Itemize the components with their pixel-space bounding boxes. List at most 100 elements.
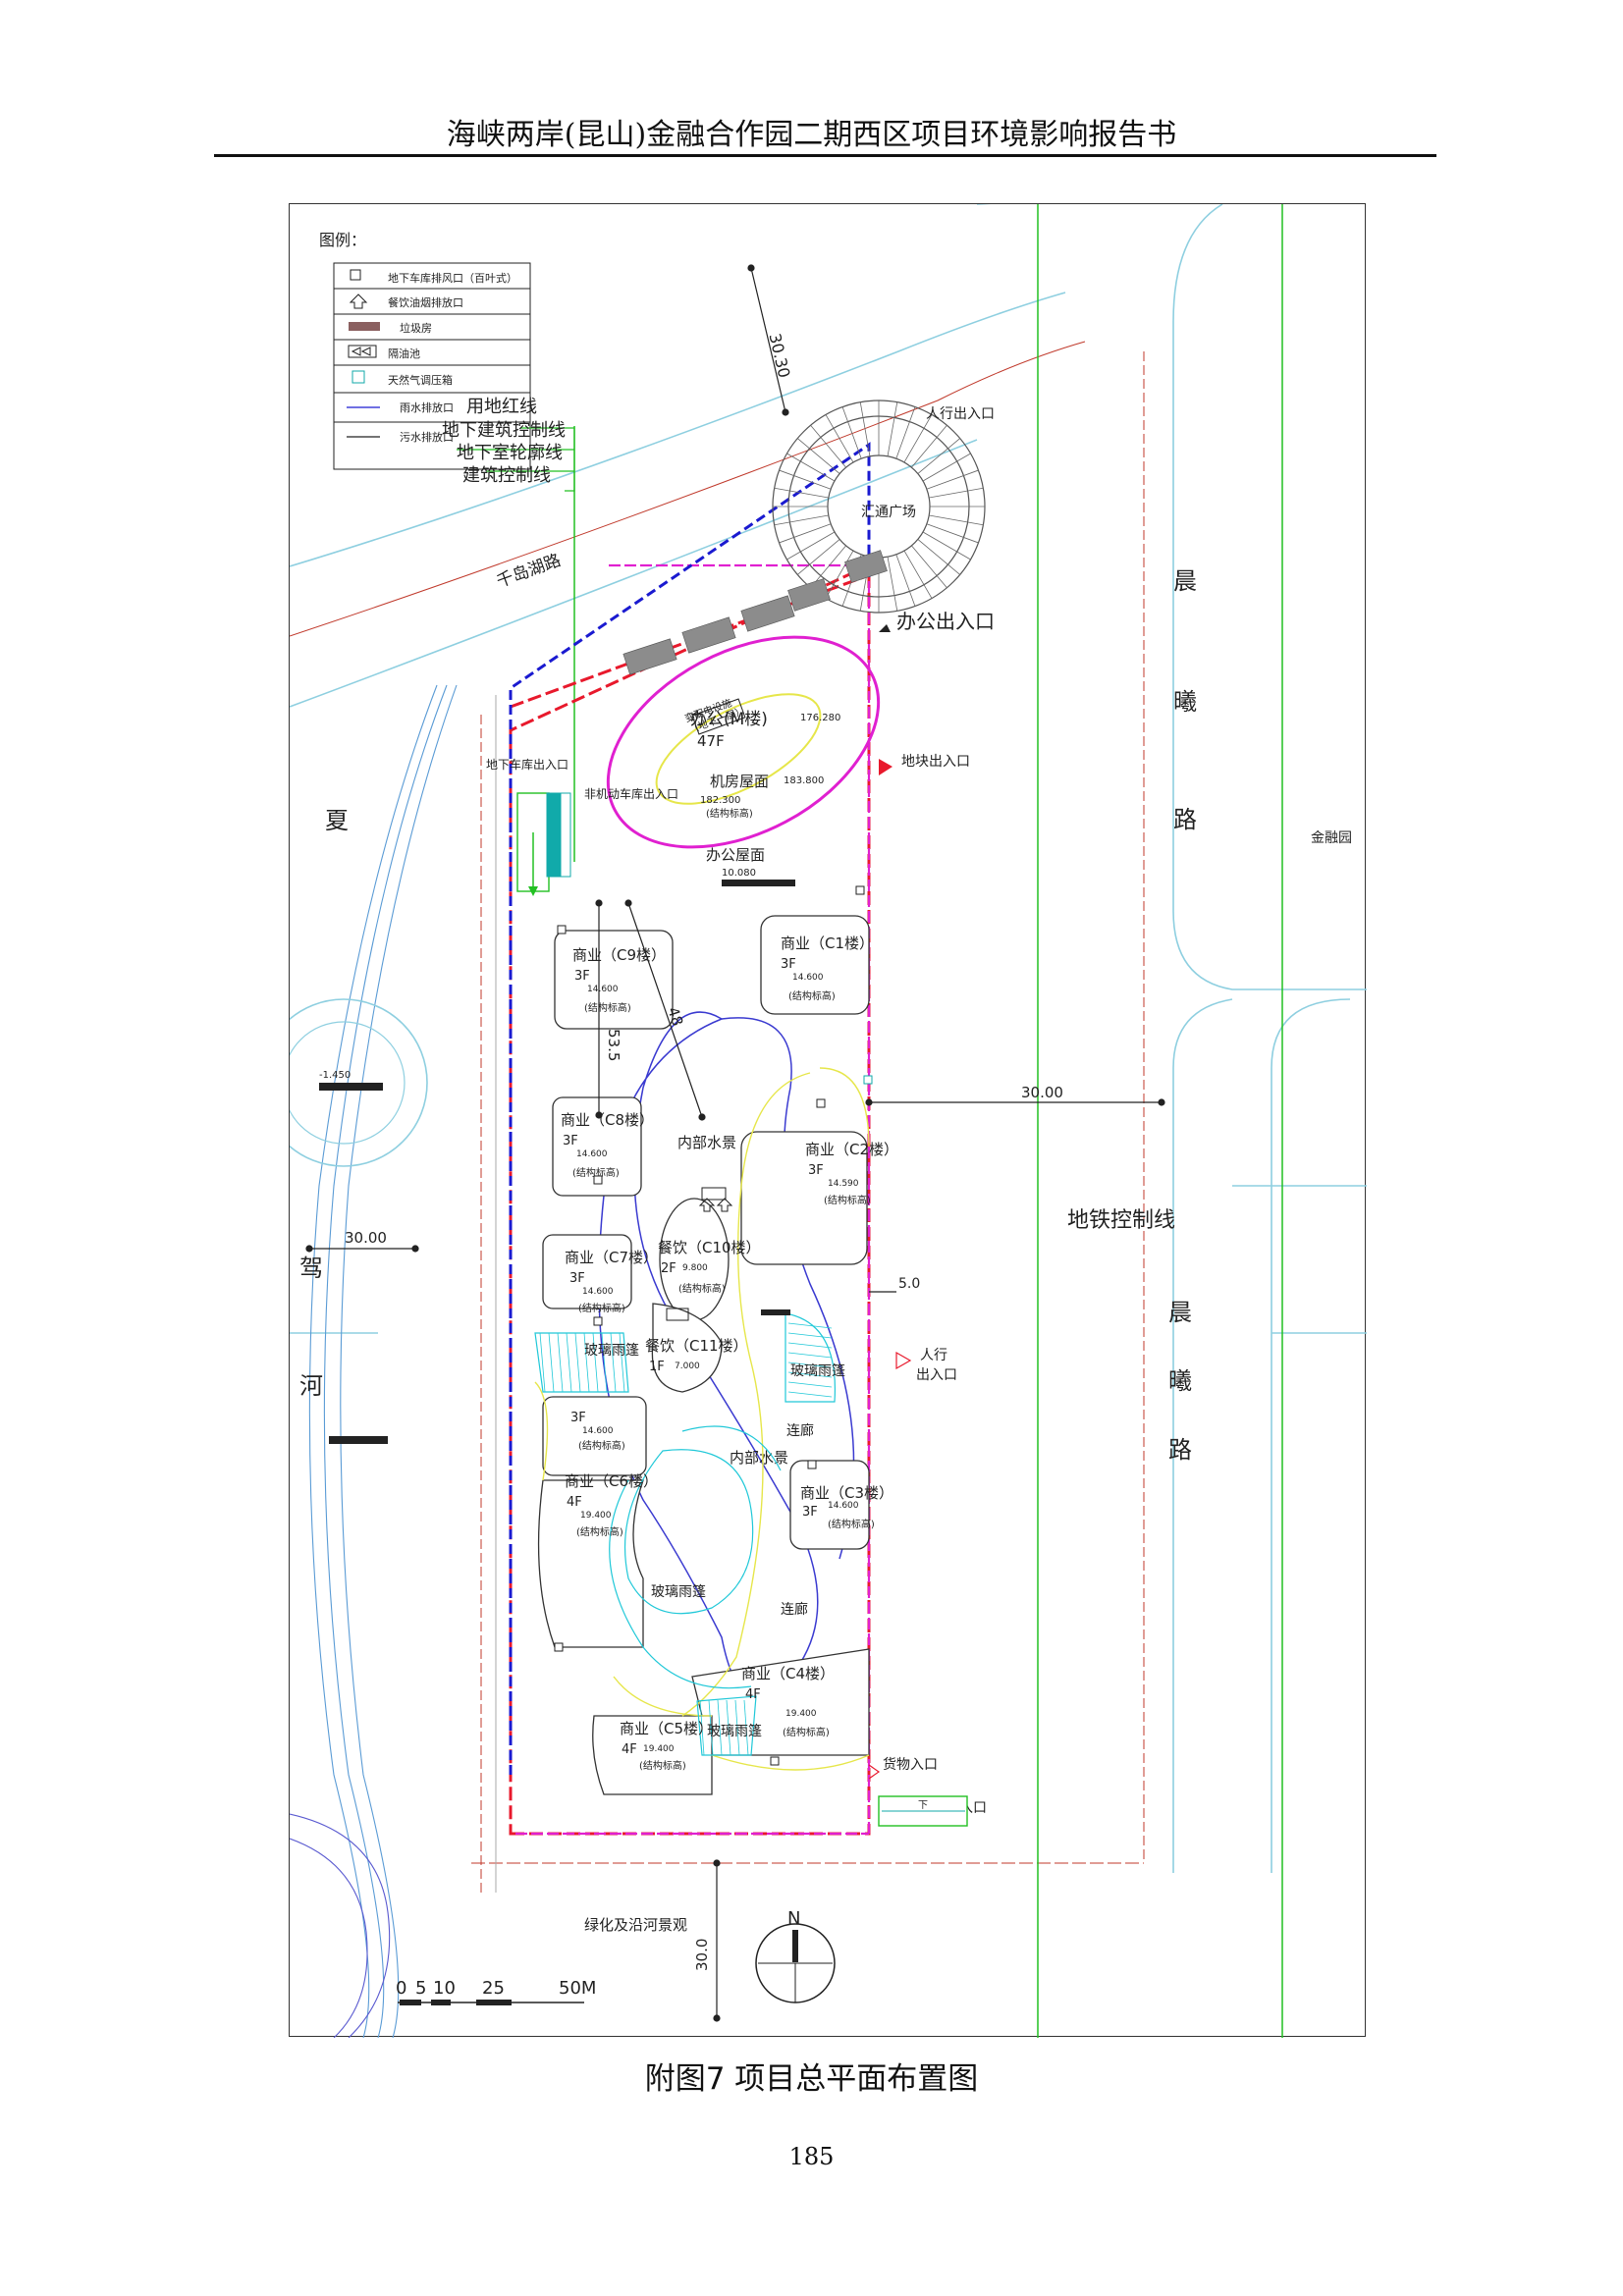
- svg-text:19.400: 19.400: [785, 1709, 817, 1719]
- svg-text:河: 河: [299, 1372, 323, 1400]
- water-label: 内部水景: [730, 1449, 788, 1467]
- svg-text:30.00: 30.00: [1021, 1084, 1063, 1101]
- svg-text:19.400: 19.400: [580, 1511, 612, 1521]
- building-c8: [552, 1096, 642, 1197]
- garage-ramp-left: [516, 792, 571, 896]
- svg-text:人行: 人行: [920, 1348, 947, 1363]
- svg-text:餐饮（C11楼）: 餐饮（C11楼）: [645, 1337, 748, 1355]
- svg-text:30.0: 30.0: [693, 1939, 711, 1971]
- site-plan-svg: 图例： 地下车库排风口（百叶式） 餐饮油烟排放口 垃圾房 隔油池 天然气调压箱 …: [259, 198, 1367, 2039]
- site-plan-drawing: 图例： 地下车库排风口（百叶式） 餐饮油烟排放口 垃圾房 隔油池 天然气调压箱 …: [259, 198, 1367, 2039]
- fume-outlet-icon: [349, 294, 368, 309]
- office-entrance-arrow-icon: [879, 624, 891, 632]
- svg-text:50M: 50M: [559, 1978, 596, 1999]
- svg-text:办公出入口: 办公出入口: [896, 610, 995, 633]
- substation: 变配电设施 （地下一层）: [683, 696, 747, 736]
- svg-text:14.600: 14.600: [828, 1501, 859, 1511]
- pedestrian-entrance-arrow-icon: [895, 1351, 912, 1370]
- building-outlines: [537, 915, 870, 1795]
- bike-entrance-label: 非机动车库出入口: [584, 786, 678, 801]
- svg-text:餐饮（C10楼）: 餐饮（C10楼）: [658, 1239, 761, 1256]
- machine-roof-label: 机房屋面: [710, 773, 769, 790]
- svg-text:3F: 3F: [802, 1505, 818, 1520]
- river-curve-bottom: [289, 1813, 391, 2039]
- entrance-labels: 人行出入口 办公出入口 地块出入口 地铁控制线 人行 出入口 货物入口 地下车库…: [883, 406, 1175, 1816]
- svg-text:(结构标高): (结构标高): [788, 989, 836, 1002]
- legend-item-label: 雨水排放口: [400, 400, 454, 414]
- svg-text:3F: 3F: [570, 1411, 586, 1425]
- office-roof-bar: [722, 880, 795, 886]
- machine-room-outline: [655, 693, 822, 805]
- svg-text:人行出入口: 人行出入口: [926, 406, 995, 422]
- glass-canopies: [534, 1312, 837, 1756]
- dimension-lines: [305, 264, 1165, 2022]
- plaza-label: 汇通广场: [861, 505, 916, 520]
- svg-text:(结构标高): (结构标高): [572, 1166, 620, 1179]
- pond-elev-bar: [319, 1083, 383, 1091]
- plot-entrance-arrow-icon: [879, 759, 893, 775]
- svg-text:4F: 4F: [567, 1495, 582, 1510]
- document-header: 海峡两岸(昆山)金融合作园二期西区项目环境影响报告书: [446, 118, 1177, 152]
- office-roof-label: 办公屋面: [706, 846, 765, 864]
- svg-text:(结构标高): (结构标高): [576, 1525, 623, 1538]
- cargo-entrance-arrow-icon: [868, 1764, 881, 1780]
- river-curve-bottom-inner: [289, 1838, 368, 2039]
- svg-text:48: 48: [664, 1005, 686, 1029]
- svg-text:地铁控制线: 地铁控制线: [1067, 1208, 1175, 1233]
- svg-text:晨: 晨: [1168, 1299, 1192, 1326]
- svg-text:出入口: 出入口: [916, 1367, 957, 1383]
- svg-text:(结构标高): (结构标高): [578, 1302, 625, 1314]
- svg-text:连廊: 连廊: [786, 1422, 814, 1439]
- building-c10: [659, 1198, 730, 1321]
- svg-text:玻璃雨篷: 玻璃雨篷: [707, 1723, 762, 1739]
- svg-text:10: 10: [433, 1978, 456, 1999]
- outlet-markers: [554, 885, 873, 1766]
- svg-text:14.600: 14.600: [792, 973, 824, 983]
- gas-regulator-icon: [352, 370, 365, 384]
- svg-text:0: 0: [396, 1978, 406, 1999]
- landscape-lines: [534, 1067, 870, 1771]
- exhaust-vent-icon: [350, 269, 361, 281]
- svg-text:3F: 3F: [781, 957, 796, 972]
- c11-marker-bar: [761, 1309, 790, 1315]
- boundary-label: 地下室轮廓线: [457, 443, 563, 463]
- svg-text:14.590: 14.590: [828, 1179, 859, 1189]
- svg-text:(结构标高): (结构标高): [824, 1194, 871, 1206]
- legend-box: 图例： 地下车库排风口（百叶式） 餐饮油烟排放口 垃圾房 隔油池 天然气调压箱 …: [319, 231, 531, 470]
- office-tower-outline: [606, 635, 881, 849]
- header-rule: [214, 154, 1436, 157]
- office-tower-floors: 47F: [697, 732, 725, 750]
- boundary-labels: 用地红线 地下建筑控制线 地下室轮廓线 建筑控制线: [442, 397, 575, 492]
- machine-roof-elev: 182.300: [700, 795, 740, 806]
- svg-text:商业（C9楼）: 商业（C9楼）: [572, 946, 666, 964]
- canopy-hatch: [539, 1322, 833, 1756]
- svg-text:商业（C6楼）: 商业（C6楼）: [565, 1472, 658, 1490]
- svg-text:商业（C5楼）: 商业（C5楼）: [620, 1720, 713, 1737]
- building-c6-upper: [542, 1396, 647, 1476]
- road-labels: 千岛湖路 晨 曦 路 晨 曦 路 夏 驾 河 金融园: [299, 551, 1352, 1464]
- water-label: 内部水景: [677, 1134, 736, 1151]
- grease-trap-icon: [348, 345, 377, 358]
- svg-text:3F: 3F: [563, 1134, 578, 1148]
- svg-text:4F: 4F: [622, 1742, 637, 1757]
- svg-text:1F: 1F: [649, 1360, 665, 1374]
- building-c7: [542, 1234, 632, 1309]
- svg-text:14.600: 14.600: [582, 1287, 614, 1297]
- svg-text:(结构标高): (结构标高): [783, 1726, 830, 1738]
- svg-text:路: 路: [1168, 1436, 1192, 1464]
- svg-text:商业（C4楼）: 商业（C4楼）: [741, 1665, 835, 1682]
- svg-text:(结构标高): (结构标高): [639, 1759, 686, 1772]
- svg-text:玻璃雨篷: 玻璃雨篷: [790, 1362, 845, 1379]
- svg-text:7.000: 7.000: [675, 1362, 700, 1371]
- office-tower-name: 办公(M楼): [690, 710, 768, 729]
- svg-text:商业（C2楼）: 商业（C2楼）: [805, 1141, 898, 1158]
- svg-text:19.400: 19.400: [643, 1744, 675, 1754]
- garbage-room-icon: [349, 322, 380, 331]
- legend-item-label: 垃圾房: [400, 321, 432, 335]
- svg-text:夏: 夏: [325, 807, 349, 834]
- svg-text:4F: 4F: [745, 1687, 761, 1702]
- building-c9: [554, 930, 674, 1030]
- blue-boundary: [509, 442, 871, 1775]
- svg-text:连廊: 连廊: [781, 1601, 808, 1618]
- machine-roof-struct: (结构标高): [706, 807, 753, 820]
